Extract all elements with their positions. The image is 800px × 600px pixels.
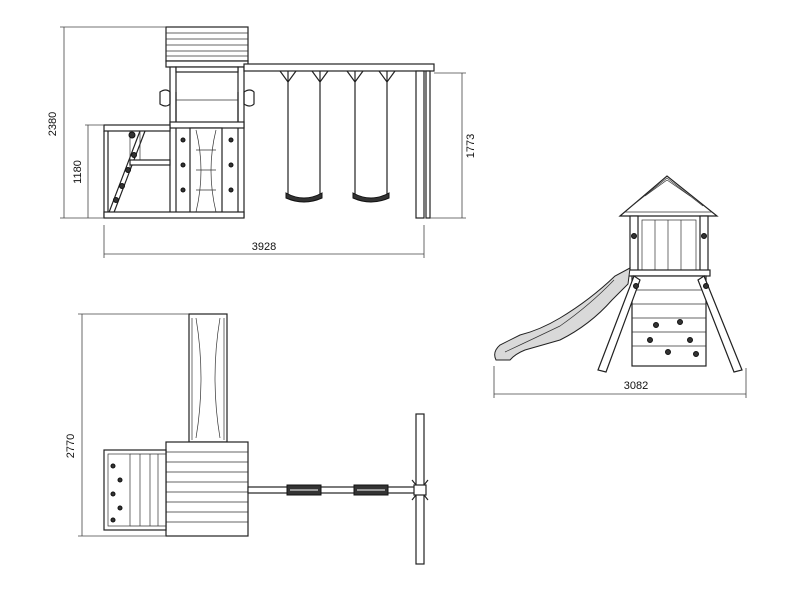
side-climb-wall: [597, 275, 743, 373]
dim-width-total: 3928: [252, 241, 276, 253]
top-swing-beam: [247, 413, 429, 565]
side-slide: [494, 267, 631, 361]
side-tower: [627, 215, 711, 277]
side-view: 3082: [493, 175, 747, 398]
top-dimensions: [78, 313, 189, 537]
dim-side-width: 3082: [624, 380, 648, 392]
top-deck: [165, 441, 249, 537]
top-slide: [188, 313, 228, 443]
front-slide: [180, 127, 234, 215]
top-climb-frame: [103, 449, 167, 531]
dim-top-depth: 2770: [65, 434, 77, 458]
dim-height-platform: 1180: [72, 160, 84, 184]
side-roof: [618, 175, 719, 217]
front-swing-frame: [243, 63, 435, 219]
front-dimensions: [60, 26, 466, 258]
swing-seat-1: [285, 192, 323, 203]
swing-seat-2: [352, 192, 390, 203]
top-view: 2770: [65, 313, 429, 565]
front-view: 2380 1180 1773 3928: [47, 26, 477, 258]
dim-height-swing-beam: 1773: [465, 134, 477, 158]
side-dimensions: [493, 366, 747, 398]
front-climb-frame: [103, 124, 245, 219]
dim-height-total: 2380: [47, 112, 59, 136]
front-roof: [165, 26, 249, 62]
